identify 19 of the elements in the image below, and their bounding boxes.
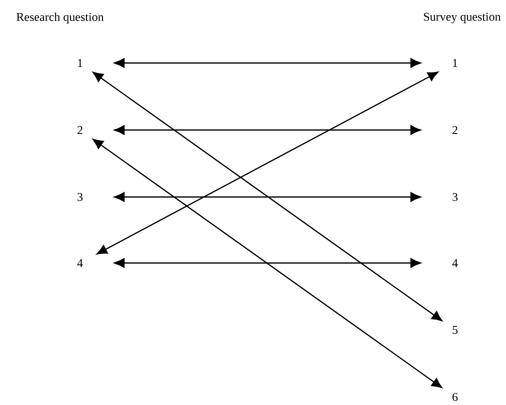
number: 1	[453, 59, 458, 67]
arrow	[114, 192, 421, 202]
heading: Research question	[16, 12, 104, 24]
number: 2	[452, 126, 458, 134]
arrow	[114, 58, 421, 68]
arrow	[92, 72, 442, 322]
number: 1	[78, 59, 82, 67]
number: 3	[452, 192, 458, 202]
number: 5	[452, 326, 458, 334]
number: 4	[77, 259, 83, 267]
number: 6	[452, 392, 458, 402]
number: 2	[78, 126, 82, 134]
number: 3	[78, 192, 83, 202]
arrow	[114, 258, 421, 268]
number: 4	[452, 259, 458, 267]
arrow	[114, 125, 421, 135]
heading: Survey question	[424, 12, 501, 24]
arrow	[96, 72, 438, 254]
arrow	[92, 138, 442, 388]
